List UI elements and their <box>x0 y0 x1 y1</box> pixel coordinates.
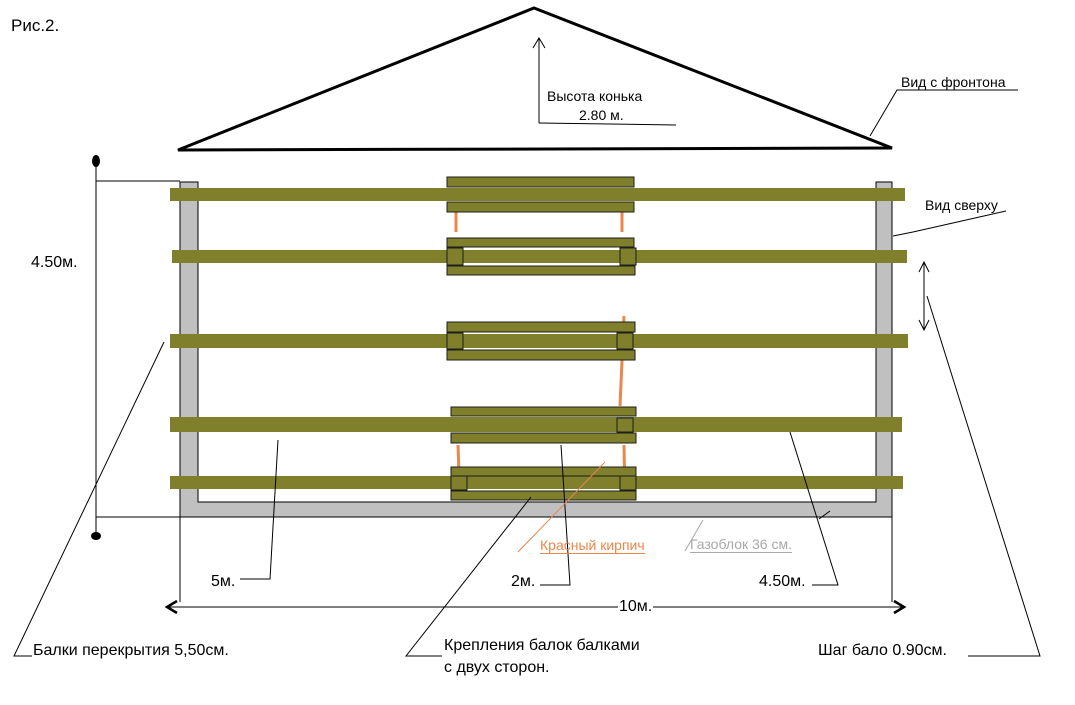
left-span-label: 5м. <box>211 573 236 590</box>
depth-dimension-label: 4.50м. <box>31 254 78 271</box>
ridge-height-value: 2.80 м. <box>579 107 624 123</box>
gable-view-label: Вид с фронтона <box>901 74 1006 90</box>
beam-frames <box>446 176 637 501</box>
ridge-arrow-head <box>532 37 546 49</box>
step-note: Шаг бало 0.90см. <box>818 642 947 659</box>
middle-span-label: 2м. <box>511 573 536 590</box>
depth-dim-bottom-mark <box>91 532 101 540</box>
right-span-label: 4.50м. <box>759 573 806 590</box>
floor-beams <box>170 188 908 489</box>
step-arrow-top <box>918 260 930 273</box>
leader-lines <box>13 210 1041 657</box>
top-view-label: Вид сверху <box>925 197 998 213</box>
ridge-height-baseline <box>538 122 677 126</box>
step-arrow-bottom <box>918 319 930 332</box>
ridge-height-title: Высота конька <box>547 88 643 104</box>
gas-block-wall <box>179 181 893 518</box>
red-brick-label: Красный кирпич <box>540 537 645 554</box>
fastening-note-line1: Крепления балок балками <box>444 637 640 654</box>
gable-view-leader <box>869 89 1018 137</box>
length-arrow-left <box>164 599 178 615</box>
roof-gable-outline <box>177 6 893 152</box>
length-arrow-right <box>893 599 907 615</box>
material-leaders <box>517 461 704 553</box>
total-length-label: 10м. <box>618 598 654 616</box>
depth-dim-top-mark <box>92 155 100 167</box>
gas-block-label: Газоблок 36 см. <box>690 536 792 553</box>
beams-note: Балки перекрытия 5,50см. <box>33 642 229 659</box>
figure-label: Рис.2. <box>11 16 60 35</box>
fastening-note-line2: с двух сторон. <box>444 659 550 676</box>
